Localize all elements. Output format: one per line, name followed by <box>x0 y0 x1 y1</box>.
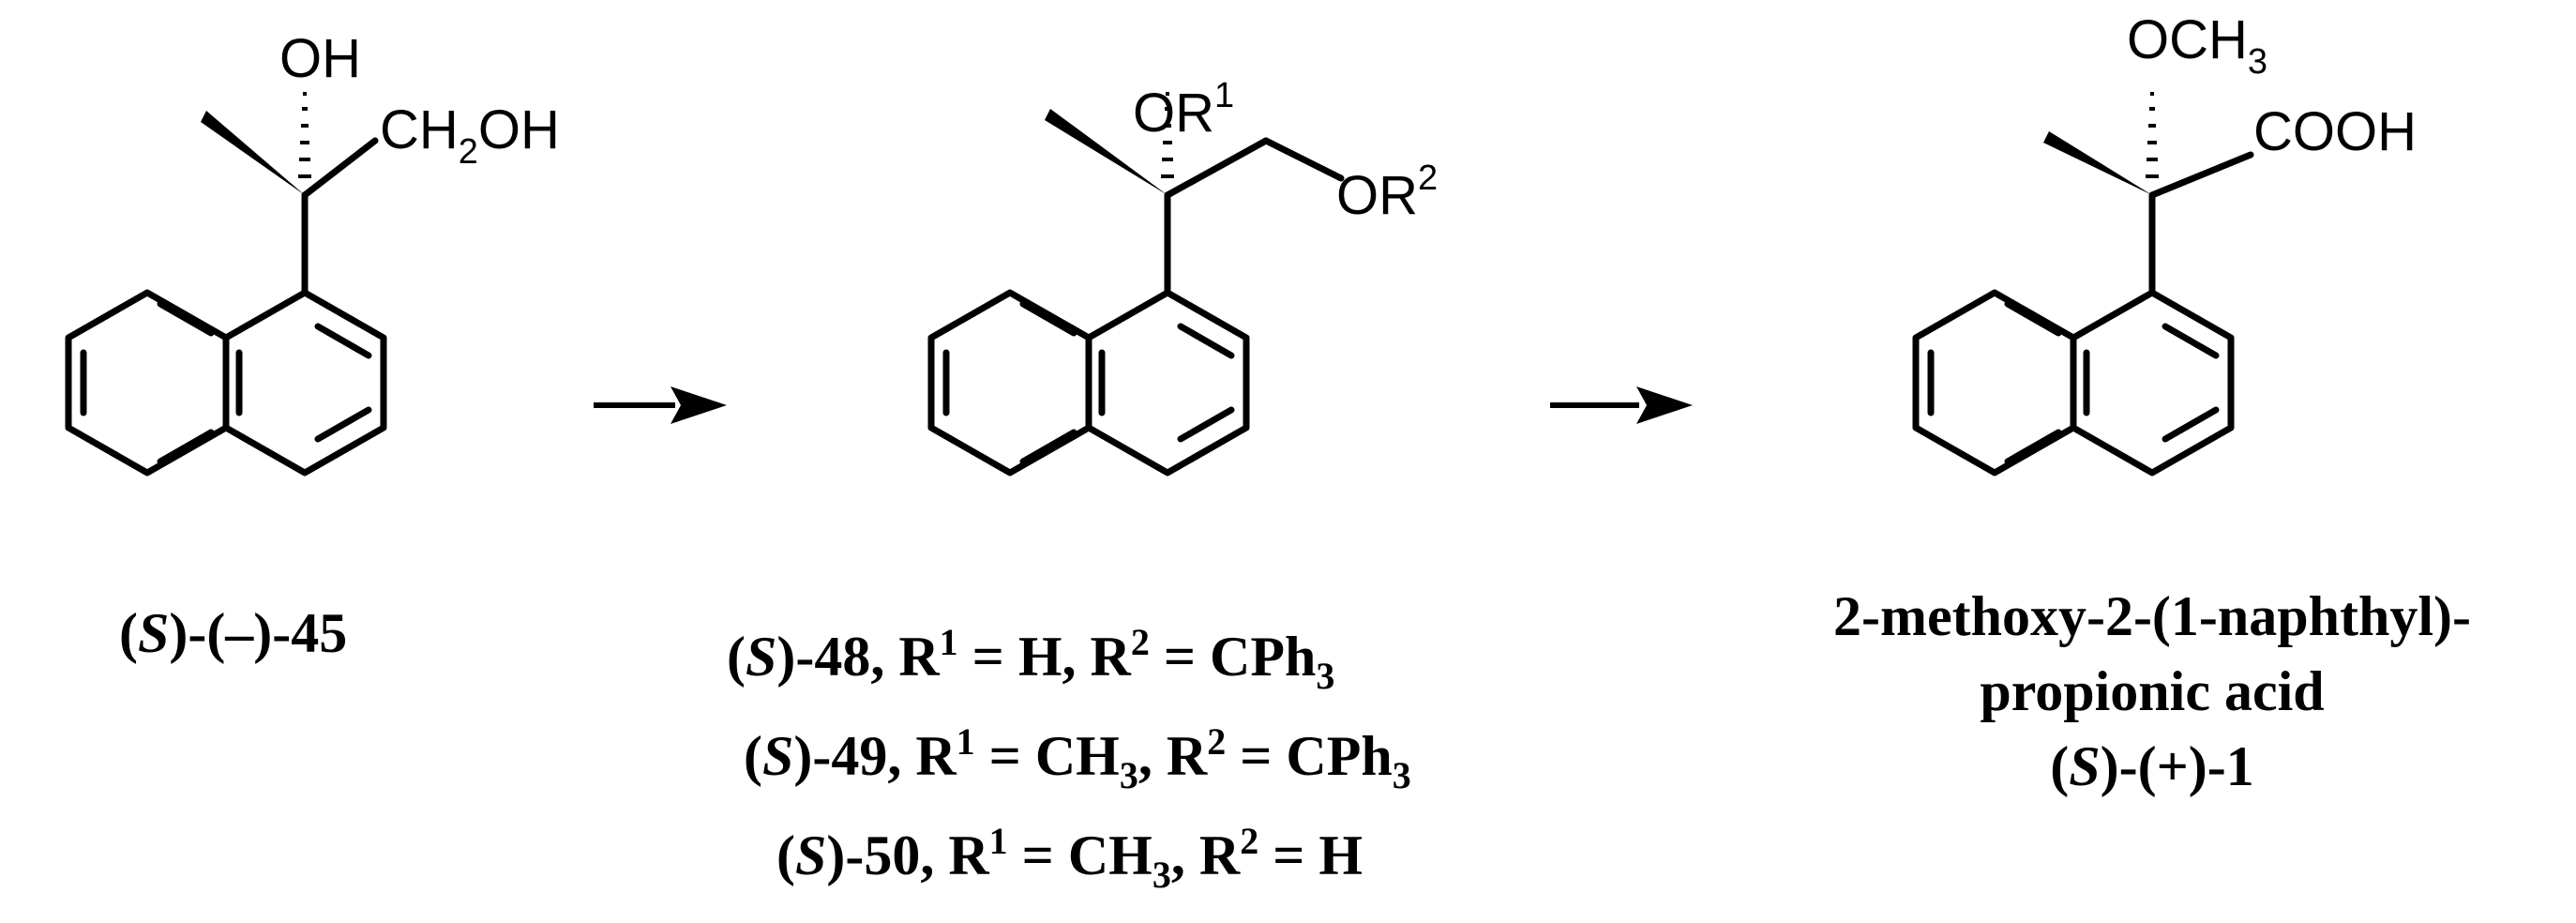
compound-48-label: (S)-48, R1 = H, R2 = CPh3 <box>727 621 1334 697</box>
reaction-arrow-1 <box>594 386 727 424</box>
hash-bond-or1-48 <box>1161 92 1174 178</box>
compound-45-label: (S)-(–)-45 <box>119 602 347 664</box>
methyl-wedge-1 <box>2043 131 2152 195</box>
ch2oh-group-45: CH2OH <box>380 99 560 172</box>
bond-ch2-o-48 <box>1262 137 1345 182</box>
bond-cooh-1 <box>2148 151 2254 199</box>
compound-48-50-structure: OR1 OR2 <box>931 76 1438 473</box>
bond-ch2-48 <box>1164 137 1270 199</box>
naphthalene-ring-48 <box>931 293 1246 473</box>
hash-bond-oh-45 <box>298 92 311 178</box>
methyl-wedge-48 <box>1045 109 1167 195</box>
och3-group-1: OCH3 <box>2127 9 2267 82</box>
methyl-wedge-45 <box>201 111 305 195</box>
naphthalene-ring-45 <box>68 293 384 473</box>
compound-1-name-line2: propionic acid <box>1980 660 2324 722</box>
hash-bond-och3-1 <box>2146 92 2159 178</box>
bond-ch2oh-45 <box>301 137 379 199</box>
reaction-arrow-2 <box>1550 386 1693 424</box>
cooh-group-1: COOH <box>2253 101 2417 162</box>
compound-49-label: (S)-49, R1 = CH3, R2 = CPh3 <box>744 720 1411 796</box>
compound-45-structure: OH CH2OH <box>68 28 560 473</box>
or1-group-48: OR1 <box>1133 76 1234 144</box>
compound-1-name-line1: 2-methoxy-2-(1-naphthyl)- <box>1833 585 2471 647</box>
or2-group-48: OR2 <box>1336 159 1438 226</box>
compound-50-label: (S)-50, R1 = CH3, R2 = H <box>776 820 1363 896</box>
compound-1-structure: OCH3 COOH <box>1916 9 2417 473</box>
compound-1-label: (S)-(+)-1 <box>2050 735 2253 797</box>
oh-group-45: OH <box>279 28 361 89</box>
naphthalene-ring-1 <box>1916 293 2231 473</box>
